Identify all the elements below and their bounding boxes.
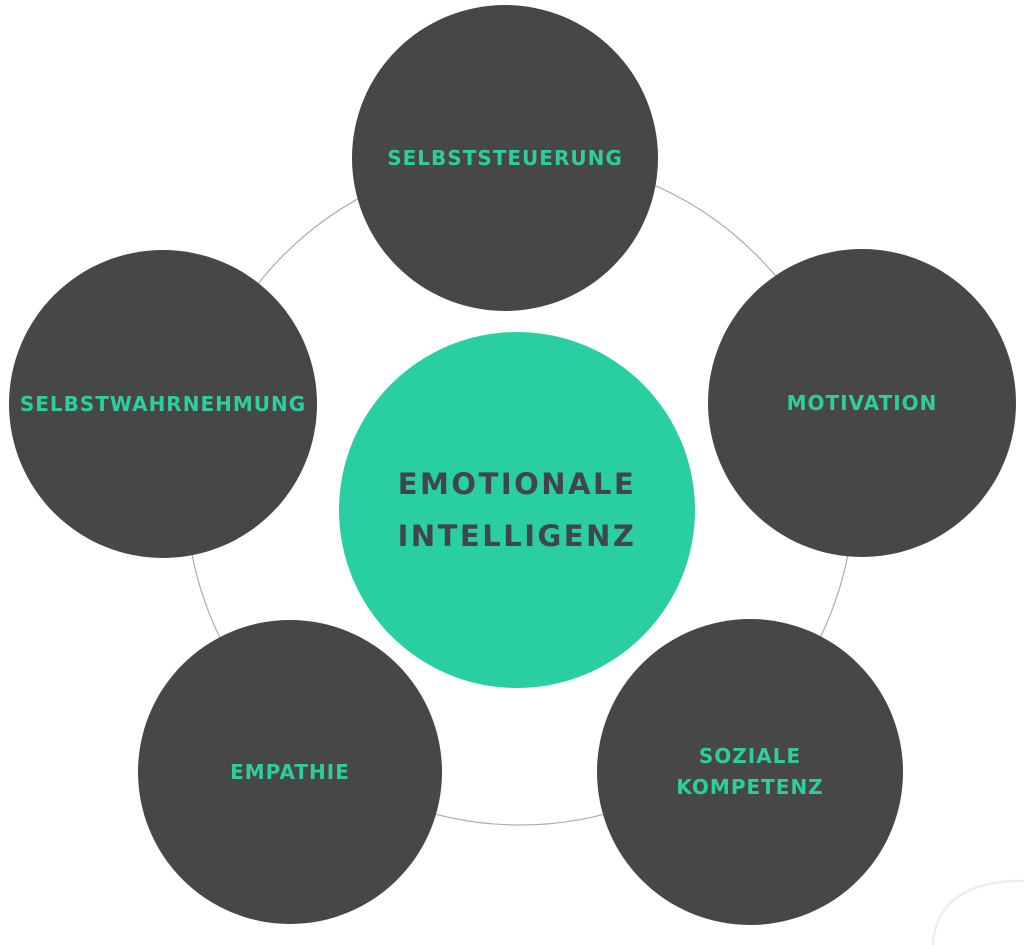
node-label: EMPATHIE xyxy=(230,759,350,784)
node-selbstwahrnehmung: SELBSTWAHRNEHMUNG xyxy=(9,250,317,558)
node-label-line: SOZIALE xyxy=(698,744,802,768)
center-title-line: EMOTIONALE xyxy=(397,467,637,501)
node-motivation: MOTIVATION xyxy=(708,249,1016,557)
node-empathie: EMPATHIE xyxy=(138,620,442,924)
corner-shape-artifact xyxy=(931,879,1024,945)
node-label: SELBSTWAHRNEHMUNG xyxy=(19,391,307,416)
center-title-line: INTELLIGENZ xyxy=(397,519,637,553)
node-label: SELBSTSTEUERUNG xyxy=(387,145,623,170)
node-label: MOTIVATION xyxy=(786,390,938,415)
node-label-line: KOMPETENZ xyxy=(676,775,824,799)
node-selbststeuerung: SELBSTSTEUERUNG xyxy=(352,5,658,311)
center-node-emotionale-intelligenz: EMOTIONALE INTELLIGENZ xyxy=(339,332,695,688)
node-soziale-kompetenz: SOZIALE KOMPETENZ xyxy=(597,619,903,925)
